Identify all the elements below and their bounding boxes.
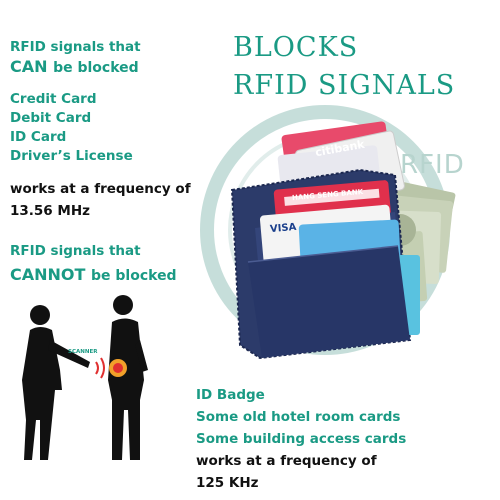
can-block-item-debit-card: Debit Card [10,110,92,126]
can-block-title-line2: CAN be blocked [10,55,139,80]
cannot-emphasis: CANNOT [10,265,86,284]
rfid-ring-label: RFID [400,150,465,180]
people-silhouette-icon [22,295,148,460]
wallet-icon [230,168,420,360]
heading-line2: RFID SIGNALS [233,70,456,101]
cannot-block-item-hotel-cards: Some old hotel room cards [196,409,401,425]
cannot-block-frequency-value: 125 KHz [196,475,259,491]
cannot-block-item-id-badge: ID Badge [196,387,265,403]
cannot-block-title-line1: RFID signals that [10,243,141,259]
cannot-block-frequency-label: works at a frequency of [196,453,377,469]
cannot-block-item-building-cards: Some building access cards [196,431,407,447]
scanner-icon [95,357,127,379]
can-block-frequency-label: works at a frequency of [10,181,191,197]
can-block-frequency-value: 13.56 MHz [10,203,90,219]
scanner-label: SCANNER [68,349,98,355]
cannot-block-suffix: be blocked [91,268,177,284]
card-brand-visa: VISA [269,221,297,236]
can-block-item-id-card: ID Card [10,129,67,145]
cannot-block-title-line2: CANNOT be blocked [10,263,177,288]
can-block-title-line1: RFID signals that [10,39,141,55]
can-block-item-credit-card: Credit Card [10,91,97,107]
can-block-suffix: be blocked [53,60,139,76]
can-block-item-drivers-license: Driver’s License [10,148,133,164]
heading-line1: BLOCKS [233,32,359,63]
can-emphasis: CAN [10,57,48,76]
